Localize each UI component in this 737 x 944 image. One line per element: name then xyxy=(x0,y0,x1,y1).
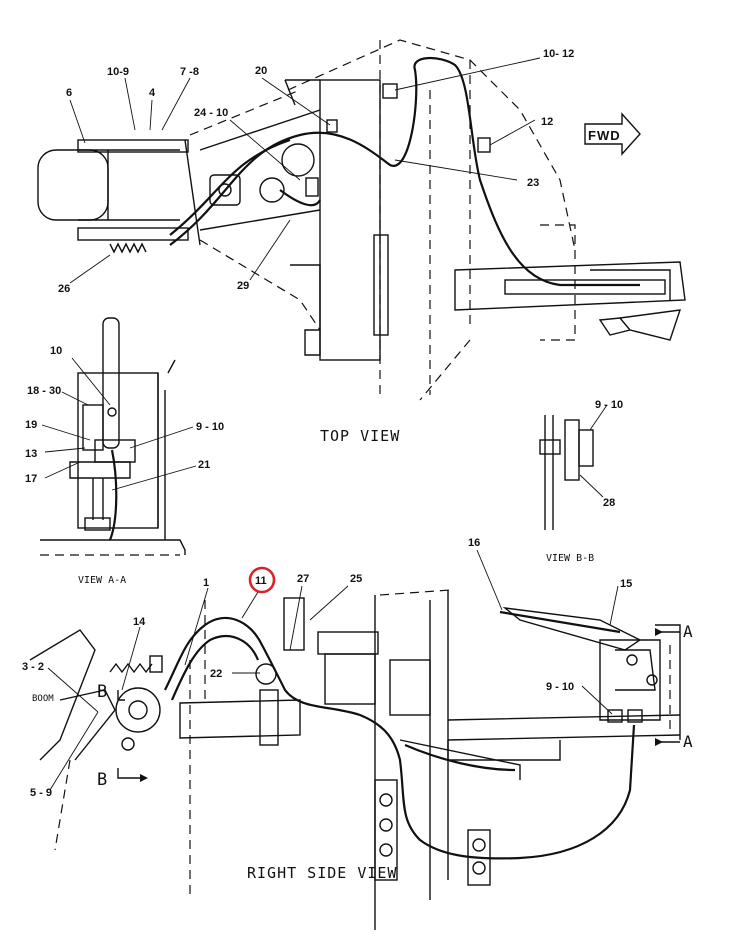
callout-18-30: 18 - 30 xyxy=(27,385,61,397)
callout-17: 17 xyxy=(25,473,37,485)
callout-14: 14 xyxy=(133,616,146,628)
fwd-label: FWD xyxy=(588,128,621,143)
callout-26: 26 xyxy=(58,283,70,295)
top-view-drawing xyxy=(37,39,686,401)
boom-label: BOOM xyxy=(32,694,54,704)
callout-22: 22 xyxy=(210,668,222,680)
section-b-mark-top: B xyxy=(97,682,108,702)
callout-23: 23 xyxy=(527,177,539,189)
callout-1: 1 xyxy=(203,577,209,589)
callout-9-10-aa: 9 - 10 xyxy=(196,421,224,433)
callout-25: 25 xyxy=(350,573,362,585)
callout-9-10-side: 9 - 10 xyxy=(546,681,574,693)
callout-27: 27 xyxy=(297,573,309,585)
callout-15: 15 xyxy=(620,578,632,590)
callout-28: 28 xyxy=(603,497,615,509)
callout-19: 19 xyxy=(25,419,37,431)
callout-13: 13 xyxy=(25,448,37,460)
callout-12: 12 xyxy=(541,116,553,128)
callout-4: 4 xyxy=(149,87,156,99)
callout-16: 16 xyxy=(468,537,480,549)
view-aa-title: VIEW A-A xyxy=(78,575,126,586)
callout-29: 29 xyxy=(237,280,249,292)
callout-10-9: 10-9 xyxy=(107,66,129,78)
callout-7-8: 7 -8 xyxy=(180,66,199,78)
top-view-title: TOP VIEW xyxy=(320,427,400,445)
section-a-mark-top: A xyxy=(683,622,694,641)
fwd-arrow xyxy=(584,112,641,156)
view-aa-drawing xyxy=(40,317,186,556)
view-bb-drawing xyxy=(539,415,594,530)
callout-6: 6 xyxy=(66,87,72,99)
section-a-mark-bottom: A xyxy=(683,732,694,751)
callout-24-10: 24 - 10 xyxy=(194,107,228,119)
callout-11-highlight-circle xyxy=(248,566,276,594)
callout-10: 10 xyxy=(50,345,62,357)
callout-21: 21 xyxy=(198,459,210,471)
callout-11: 11 xyxy=(255,575,267,587)
section-b-mark-bottom: B xyxy=(97,770,108,790)
callout-3-2: 3 - 2 xyxy=(22,661,44,673)
view-bb-title: VIEW B-B xyxy=(546,553,594,564)
callout-5-9: 5 - 9 xyxy=(30,787,52,799)
right-side-view-title: RIGHT SIDE VIEW xyxy=(247,864,397,882)
callout-10-12: 10- 12 xyxy=(543,48,574,60)
leader-lines xyxy=(41,57,619,791)
side-view-drawing xyxy=(29,589,681,930)
callout-20: 20 xyxy=(255,65,267,77)
callout-9-10-bb: 9 - 10 xyxy=(595,399,623,411)
